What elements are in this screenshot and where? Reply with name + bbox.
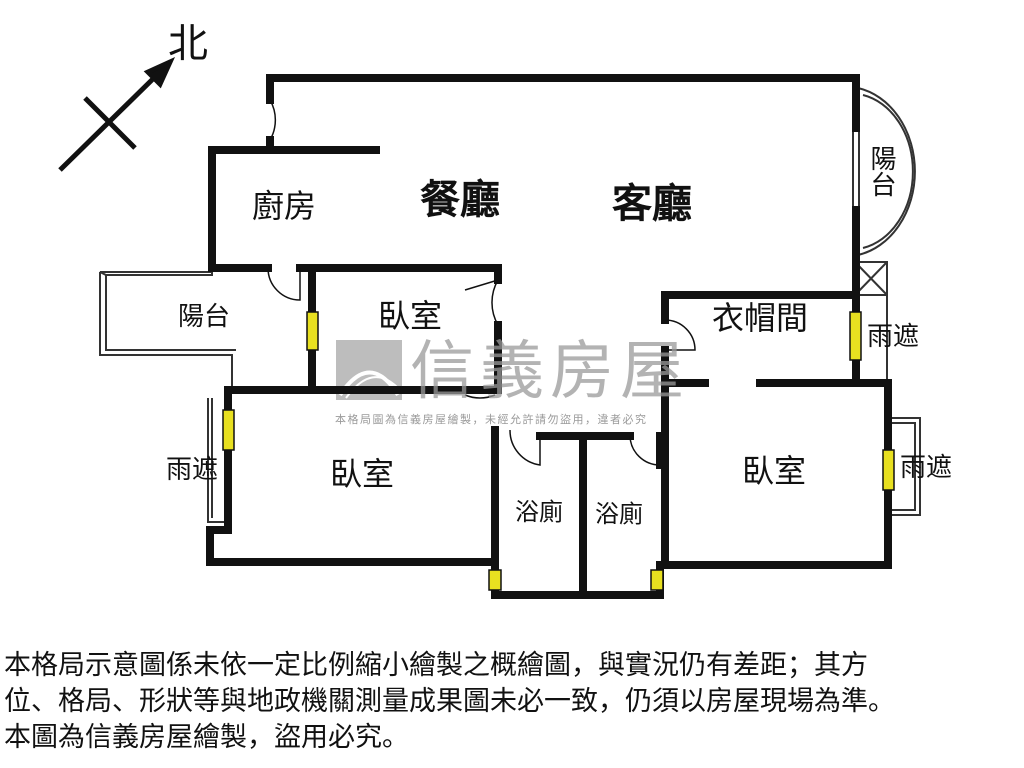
room-label-closet: 衣帽間 xyxy=(712,299,809,337)
room-label-awning-right-lower: 雨遮 xyxy=(900,453,953,483)
disclaimer: 本格局示意圖係未依一定比例縮小繪製之概繪圖，與實況仍有差距；其方 位、格局、形狀… xyxy=(4,648,1024,756)
room-label-living: 客廳 xyxy=(612,181,692,227)
room-label-awning-left: 雨遮 xyxy=(166,455,219,485)
room-label-dining: 餐廳 xyxy=(420,177,500,223)
room-label-bath-1: 浴廁 xyxy=(515,498,563,526)
compass-north-label: 北 xyxy=(168,21,208,67)
room-label-bedroom-small: 臥室 xyxy=(378,297,443,335)
room-label-bedroom-right: 臥室 xyxy=(742,452,807,490)
room-label-balcony-left: 陽台 xyxy=(178,302,231,332)
door-swings xyxy=(267,99,696,466)
disclaimer-line: 本圖為信義房屋繪製，盜用必究。 xyxy=(4,722,409,753)
floor-plan xyxy=(58,56,921,599)
room-label-kitchen: 廚房 xyxy=(252,187,317,225)
watermark-brand: 信義房屋 xyxy=(410,335,690,409)
room-label-balcony-right: 陽台 xyxy=(866,145,896,197)
room-label-bath-2: 浴廁 xyxy=(595,500,643,528)
room-label-bedroom-left: 臥室 xyxy=(330,455,395,493)
disclaimer-line: 位、格局、形狀等與地政機關測量成果圖未必一致，仍須以房屋現場為準。 xyxy=(4,686,895,717)
watermark-notice: 本格局圖為信義房屋繪製，未經允許請勿盜用，違者必究 xyxy=(335,413,648,426)
disclaimer-line: 本格局示意圖係未依一定比例縮小繪製之概繪圖，與實況仍有差距；其方 xyxy=(4,650,868,681)
windows xyxy=(222,311,895,591)
room-label-awning-right-upper: 雨遮 xyxy=(867,322,920,352)
compass-icon xyxy=(58,56,176,172)
